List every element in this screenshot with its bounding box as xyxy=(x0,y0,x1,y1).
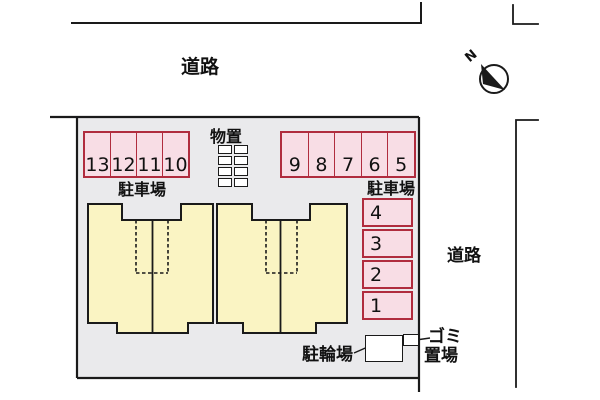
parking-stall-13: 13 xyxy=(85,154,110,176)
parking-stall-11: 11 xyxy=(136,133,162,176)
parking-stall-12: 12 xyxy=(110,133,136,176)
parking-stall-8: 8 xyxy=(307,133,335,176)
storage-cell xyxy=(234,178,248,187)
garbage-label-line2: 置場 xyxy=(424,346,458,366)
storage-cell xyxy=(234,145,248,154)
storage-cell xyxy=(218,145,232,154)
parking-stall-5: 5 xyxy=(387,133,414,176)
garbage-label-line1: ゴミ xyxy=(428,327,462,347)
storage-cell xyxy=(218,167,232,176)
parking-row-9-5: 9 8 7 6 5 xyxy=(280,131,416,178)
parking-stall-10: 10 xyxy=(162,133,188,176)
bicycle-parking-label: 駐輪場 xyxy=(302,345,353,365)
storage-cell xyxy=(218,156,232,165)
storage-cell xyxy=(234,156,248,165)
parking-label-right: 駐車場 xyxy=(366,179,415,198)
parking-stall-1: 1 xyxy=(362,291,413,320)
storage-label: 物置 xyxy=(209,127,242,146)
storage-cell xyxy=(234,167,248,176)
building-right-block xyxy=(216,203,348,334)
parking-row-13-10: 13 12 11 10 xyxy=(83,131,190,178)
garbage-box xyxy=(403,334,419,346)
storage-shed-grid xyxy=(218,145,248,187)
parking-stall-3: 3 xyxy=(362,229,413,258)
parking-stall-2: 2 xyxy=(362,260,413,289)
parking-stall-7: 7 xyxy=(334,133,361,176)
parking-column-4-1: 4 3 2 1 xyxy=(362,198,413,320)
parking-stall-9: 9 xyxy=(288,154,301,176)
top-right-corner-line xyxy=(512,4,539,25)
right-road-label: 道路 xyxy=(447,246,481,266)
parking-stall-4: 4 xyxy=(362,198,413,227)
parking-label-left: 駐車場 xyxy=(117,180,166,199)
building-left-block xyxy=(87,203,214,334)
bicycle-shelter-box xyxy=(365,335,403,362)
top-road-line xyxy=(71,2,422,24)
parking-stall-6: 6 xyxy=(360,133,388,176)
top-road-label: 道路 xyxy=(180,56,219,78)
right-road-line xyxy=(515,119,539,388)
compass-north-icon xyxy=(479,64,509,94)
storage-cell xyxy=(218,178,232,187)
